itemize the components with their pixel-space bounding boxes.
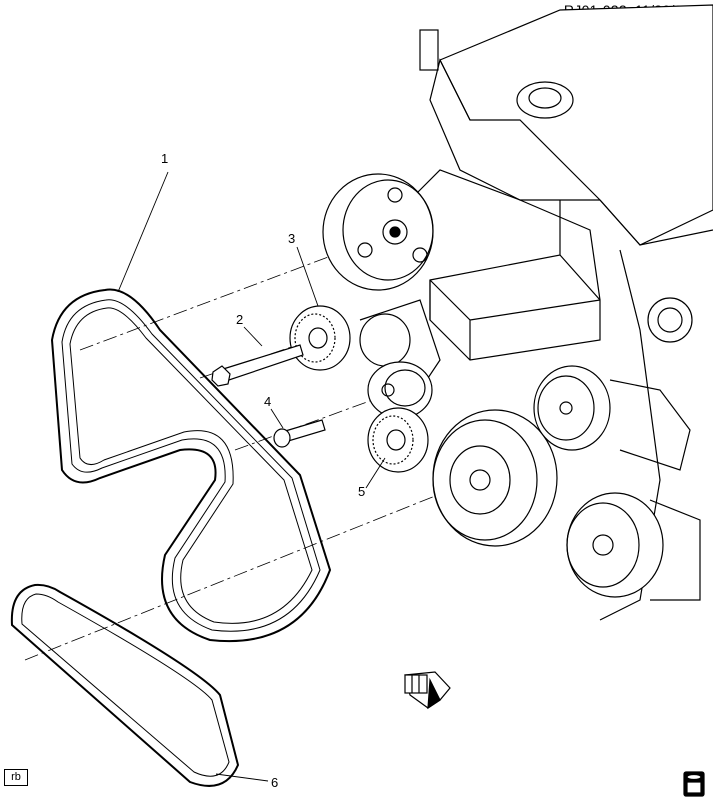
power-steering-pulley [322, 173, 434, 291]
bolt-4 [273, 419, 326, 448]
idler-pulley-3 [289, 305, 351, 371]
leader-lines [117, 171, 386, 782]
engine [359, 4, 713, 621]
callout-2: 2 [236, 312, 244, 327]
crankshaft-pulley [432, 409, 558, 547]
initials-box: rb [4, 769, 28, 786]
bolt-2 [211, 344, 304, 387]
idler-pulley-5 [367, 407, 429, 473]
belt-1 [50, 288, 332, 643]
front-direction-arrow-icon [404, 671, 451, 710]
callout-3: 3 [288, 231, 296, 246]
callout-6: 6 [271, 775, 279, 790]
callout-1: 1 [161, 151, 169, 166]
alternator-pulley [533, 365, 691, 471]
tensioner [359, 313, 433, 419]
belt-6 [10, 583, 240, 787]
gm-spo-logo [683, 771, 705, 797]
ac-compressor-pulley [566, 492, 701, 601]
callout-5: 5 [358, 484, 366, 499]
callout-4: 4 [264, 394, 272, 409]
